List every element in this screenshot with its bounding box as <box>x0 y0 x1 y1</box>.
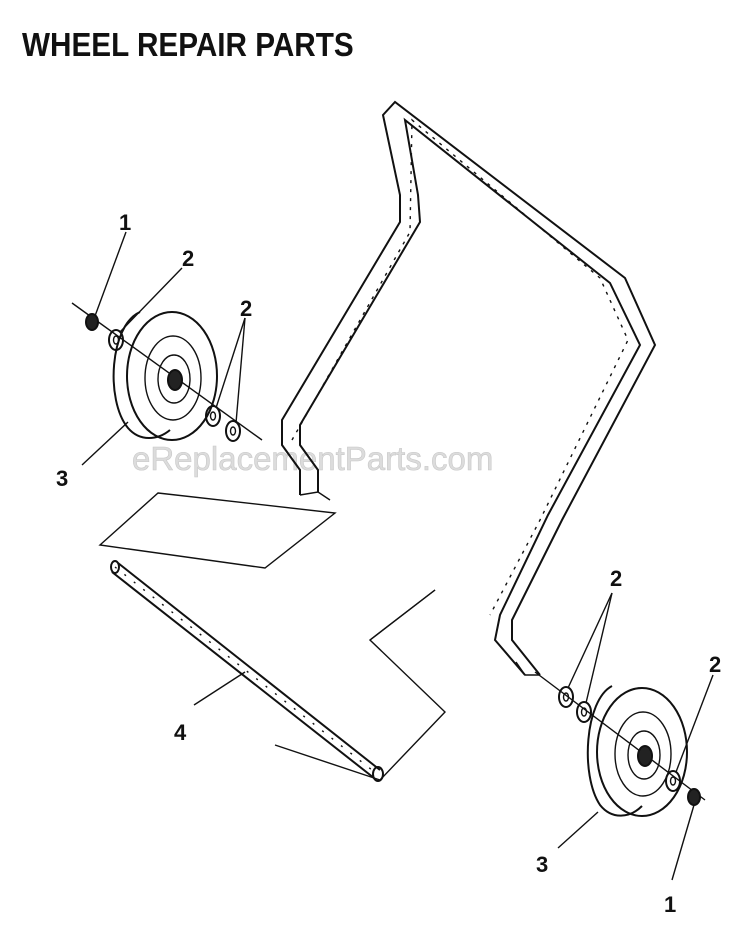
axle-rod <box>110 560 384 782</box>
callout-right-inner-washers: 2 <box>610 566 622 591</box>
callout-right-wheel: 3 <box>536 852 548 877</box>
callout-axle-rod: 4 <box>174 720 187 745</box>
left-inner-washers <box>205 405 241 442</box>
callout-left-outer-washer: 2 <box>182 246 194 271</box>
shadow-panels <box>98 492 446 781</box>
right-wheel-assembly <box>534 671 706 817</box>
callout-right-nut: 1 <box>664 892 676 917</box>
page-title: WHEEL REPAIR PARTS <box>22 26 354 63</box>
handle-frame <box>281 100 657 676</box>
left-wheel-assembly <box>71 302 263 442</box>
callout-left-wheel: 3 <box>56 466 68 491</box>
left-nut <box>85 313 99 331</box>
callout-right-outer-washer: 2 <box>709 652 721 677</box>
leader-lines <box>81 231 714 881</box>
right-outer-washer <box>665 770 681 792</box>
right-nut <box>687 788 701 806</box>
right-wheel <box>586 685 688 817</box>
callout-left-nut: 1 <box>119 210 131 235</box>
right-inner-washers <box>558 686 592 723</box>
left-wheel <box>112 311 218 441</box>
callout-left-inner-washers: 2 <box>240 296 252 321</box>
watermark: eReplacementParts.com <box>132 440 493 477</box>
